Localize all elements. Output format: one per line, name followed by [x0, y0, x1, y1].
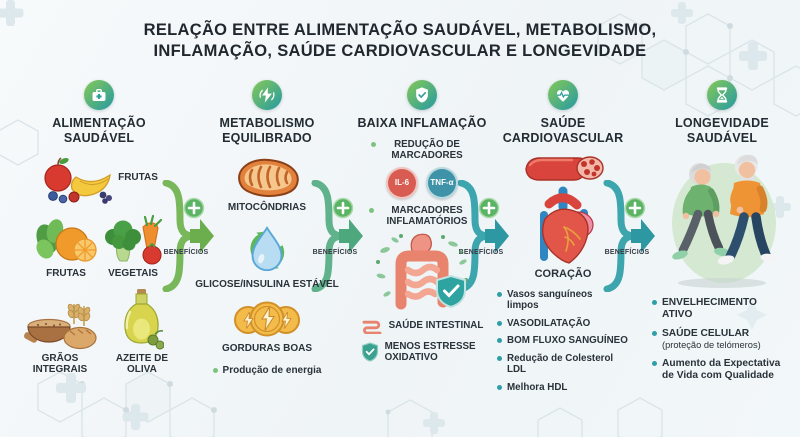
column-title: BAIXA INFLAMAÇÃO [357, 116, 487, 130]
item-label-mitocondrias: MITOCÔNDRIAS [227, 202, 307, 213]
column-alimentacao-saudavel: ALIMENTAÇÃO SAUDÁVEL FRUTAS FRUTA [20, 80, 178, 376]
benefits-arrow-4: BENEFÍCIOS [598, 179, 656, 297]
elderly-couple-illustration [672, 154, 778, 288]
title-line-2: INFLAMAÇÃO, SAÚDE CARDIOVASCULAR E LONGE… [153, 42, 647, 61]
organ-label-coracao: CORAÇÃO [534, 268, 592, 280]
teal-bullet-dot [497, 338, 502, 344]
shield-icon [361, 342, 378, 362]
column-metabolismo-equilibrado: METABOLISMO EQUILIBRADO MITOCÔNDRIAS GLI… [194, 80, 340, 376]
column-title: ALIMENTAÇÃO SAUDÁVEL [52, 116, 146, 145]
bullet-sub-text: (proteção de telómeros) [662, 340, 761, 351]
heart-illustration [540, 186, 594, 264]
energy-recycle-icon [252, 80, 282, 110]
cardio-bullet: Redução de Colesterol LDL [497, 353, 629, 376]
benefits-arrow-2: BENEFÍCIOS [306, 179, 364, 297]
title-line-1: RELAÇÃO ENTRE ALIMENTAÇÃO SAUDÁVEL, META… [143, 21, 657, 39]
green-bullet-dot [369, 207, 374, 213]
hourglass-icon [707, 80, 737, 110]
food-label-graos-integrais: GRÃOS INTEGRAIS [32, 352, 88, 376]
teal-bullet-dot [652, 331, 657, 337]
bullet-marcadores-inflamatorios: MARCADORES INFLAMATÓRIOS [369, 205, 475, 228]
olive-oil-illustration [124, 288, 164, 349]
column-title: LONGEVIDADE SAUDÁVEL [675, 116, 769, 145]
heart-pulse-icon [548, 80, 578, 110]
il6-badge: IL-6 [386, 166, 418, 199]
food-label-frutas-top: FRUTAS [118, 172, 158, 184]
inflammation-badges: IL-6 TNF-α [386, 166, 458, 199]
teal-bullet-dot [652, 361, 657, 367]
item-label-gorduras-boas: GORDURAS BOAS [221, 343, 312, 354]
walking-woman [672, 163, 730, 260]
brace-arrow-icon [603, 179, 655, 293]
infographic-title: RELAÇÃO ENTRE ALIMENTAÇÃO SAUDÁVEL, META… [0, 20, 800, 62]
benefits-label: BENEFÍCIOS [458, 249, 504, 256]
oxidative-stress-row: MENOS ESTRESSE OXIDATIVO [361, 341, 481, 364]
teal-bullet-dot [652, 300, 657, 305]
green-bullet-dot [212, 367, 218, 373]
brace-arrow-icon [162, 179, 214, 293]
citrus-greens-illustration [36, 219, 97, 262]
mitochondria-illustration [238, 158, 299, 197]
fruits-illustration [44, 157, 113, 204]
water-drop-recycle-illustration [250, 225, 285, 271]
gut-health-row: SAÚDE INTESTINAL [361, 319, 483, 334]
longevity-bullet: Aumento da Expectativa de Vida com Quali… [652, 358, 784, 382]
benefits-label: BENEFÍCIOS [604, 249, 650, 256]
longevity-bullet: ENVELHECIMENTO ATIVO [652, 297, 772, 321]
walking-man [717, 154, 778, 265]
column-longevidade-saudavel: LONGEVIDADE SAUDÁVEL [648, 80, 796, 382]
benefits-arrow-3: BENEFÍCIOS [452, 179, 510, 297]
food-cell-vegetais: VEGETAIS [103, 213, 163, 280]
gut-microbiome-illustration [376, 233, 468, 310]
benefits-label: BENEFÍCIOS [163, 249, 209, 256]
teal-bullet-dot [497, 291, 502, 297]
food-row-bottom: GRÃOS INTEGRAIS AZEITE DE OLIVA [20, 288, 178, 376]
column-baixa-inflamacao: BAIXA INFLAMAÇÃO REDUÇÃO DE MARCADORES I… [354, 80, 490, 364]
food-cell-graos: GRÃOS INTEGRAIS [20, 300, 100, 376]
green-bullet-dot [371, 141, 376, 147]
bullet-reducao-marcadores: REDUÇÃO DE MARCADORES [371, 139, 473, 162]
bullet-producao-energia: Produção de energia [212, 365, 321, 377]
bullet-main-text: SAÚDE CELULAR [662, 328, 750, 340]
cardio-bullet: Vasos sanguíneos limpos [497, 289, 617, 312]
column-title: SAÚDE CARDIOVASCULAR [502, 116, 624, 145]
first-aid-kit-icon [84, 80, 114, 110]
benefits-label: BENEFÍCIOS [312, 249, 358, 256]
cardio-bullet: BOM FLUXO SANGUÍNEO [497, 335, 628, 347]
food-row-fruits-top: FRUTAS [40, 151, 158, 205]
column-saude-cardiovascular: SAÚDE CARDIOVASCULAR CORAÇÃO Vasos sangu… [494, 80, 632, 393]
item-label-glicose-insulina: GLICOSE/INSULINA ESTÁVEL [195, 278, 339, 290]
intestine-icon [362, 320, 382, 334]
whole-grains-illustration [23, 303, 97, 349]
food-cell-azeite: AZEITE DE OLIVA [106, 288, 178, 376]
longevity-bullet: SAÚDE CELULAR (proteção de telómeros) [652, 328, 761, 351]
vegetables-illustration [105, 214, 163, 265]
shield-check-icon [407, 80, 437, 110]
blood-vessel-illustration [525, 156, 604, 181]
teal-bullet-dot [497, 320, 502, 326]
food-label-azeite-de-oliva: AZEITE DE OLIVA [115, 352, 169, 376]
cardio-bullet: Melhora HDL [497, 382, 567, 394]
cardio-bullet: VASODILATAÇÃO [497, 318, 590, 330]
food-row-middle: FRUTAS VEGETAIS [35, 213, 163, 280]
food-cell-frutas: FRUTAS [35, 217, 97, 280]
teal-bullet-dot [497, 355, 502, 361]
tnf-alpha-badge: TNF-α [426, 166, 458, 199]
energy-coins-illustration [234, 301, 300, 337]
brace-arrow-icon [457, 179, 509, 293]
food-label-vegetais: VEGETAIS [108, 268, 158, 279]
food-label-frutas: FRUTAS [46, 268, 86, 279]
column-title: METABOLISMO EQUILIBRADO [219, 116, 315, 145]
brace-arrow-icon [311, 179, 363, 293]
benefits-arrow-1: BENEFÍCIOS [157, 179, 215, 297]
teal-bullet-dot [497, 384, 502, 390]
